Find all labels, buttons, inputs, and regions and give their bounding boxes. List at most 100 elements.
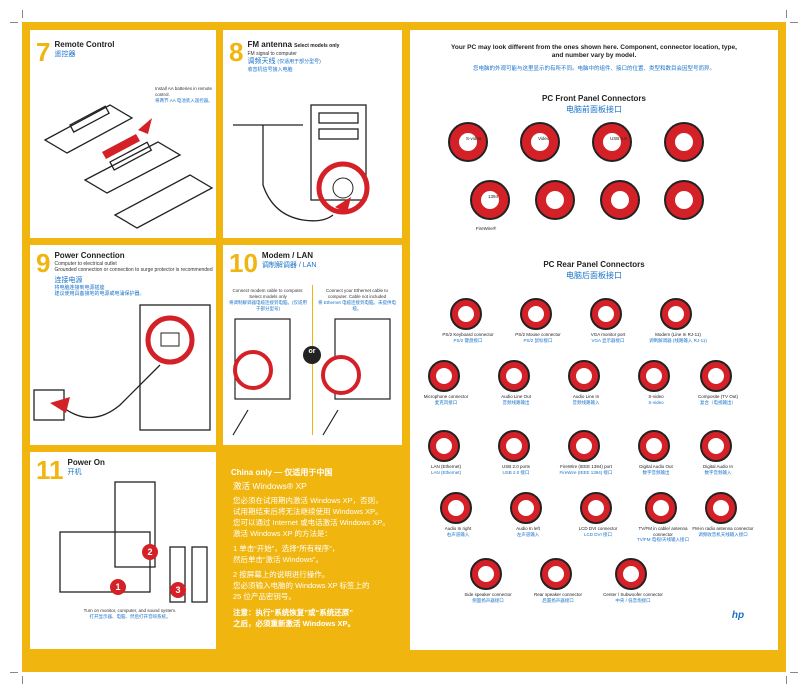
power-on-note-zh: 打开显示器、电脑、然后打开音响系统。 — [89, 614, 171, 619]
section-subtitle-zh: 收音机信号接入电脑 — [247, 67, 293, 73]
rear-connector-label-zh: PS/2 鼠标接口 — [523, 337, 553, 343]
rear-connector-label-en: S-video — [648, 394, 664, 399]
section-title: Modem / LAN — [261, 251, 314, 260]
rear-connector-label-zh: 调频收音机天线输入接口 — [698, 531, 748, 537]
front-connector-label: S-video — [466, 136, 482, 141]
rear-connector-label-zh: 侧面扬声器接口 — [472, 597, 504, 603]
front-connector — [600, 180, 640, 220]
power-illustration — [33, 304, 211, 431]
disclaimer-en-line-1: Your PC may look different from the ones… — [451, 44, 737, 51]
disclaimer-en-line-2: and number vary by model. — [551, 52, 637, 59]
rear-connector — [580, 492, 612, 524]
connector-port-icon — [611, 191, 629, 209]
china-box-note: 之后，必须重新激活 Windows XP。 — [233, 619, 356, 628]
china-box-note: 注意：执行“系统恢复”或“系统还原” — [233, 608, 353, 617]
china-box-step: 然后单击“激活 Windows”。 — [233, 555, 324, 564]
connector-port-icon — [713, 500, 729, 516]
crop-mark — [22, 10, 23, 18]
rear-connector-label-zh: 音频线路输出 — [502, 399, 530, 405]
rear-panel-title-zh: 电脑后面板接口 — [566, 271, 622, 280]
rear-connector-label-zh: 麦克风接口 — [434, 399, 458, 405]
step-badge-2: 2 — [142, 544, 158, 560]
modem-note-zh: 将调制解调器电缆连接到电脑。(仅适用于部分型号) — [229, 300, 307, 311]
connector-port-icon — [646, 438, 662, 454]
rear-connector-label-en: Digital Audio In — [702, 464, 734, 469]
section-title: Remote Control — [54, 40, 115, 49]
step-number: 11 — [36, 455, 64, 485]
rear-connector-label-zh: 音频线路输入 — [572, 399, 600, 405]
connector-port-icon — [668, 306, 684, 322]
rear-connector-label-en: PS/2 Keyboard connector — [442, 332, 494, 337]
rear-connector-label-en: USB 2.0 ports — [501, 464, 530, 469]
remote-illustration — [43, 104, 214, 229]
rear-connector-label-en: Audio In right — [444, 526, 472, 531]
connector-port-icon — [478, 566, 494, 582]
connector-port-icon — [653, 500, 669, 516]
rear-connector-label-zh: S-video — [648, 399, 664, 405]
rear-connector-label-zh: 复合（电视输出） — [700, 399, 736, 405]
remote-note-en: Install AA batteries in remote control. — [155, 86, 213, 97]
antenna-illustration — [233, 104, 370, 222]
rear-connector-label-en: Rear speaker connector — [533, 592, 583, 597]
rear-connector-label-zh: PS/2 键盘接口 — [453, 337, 483, 343]
rear-connector-label-zh: LAN (Ethernet) — [430, 469, 461, 475]
section-title-zh: 连接电源 — [54, 277, 83, 284]
rear-connector — [428, 360, 460, 392]
step-number: 10 — [229, 248, 258, 278]
connector-port-icon — [588, 500, 604, 516]
rear-connector — [568, 360, 600, 392]
section-subtitle-1: Computer to electrical outlet — [54, 261, 117, 267]
rear-connector — [450, 298, 482, 330]
connector-port-icon — [459, 133, 477, 151]
connector-port-icon — [576, 438, 592, 454]
lan-note: Connect your Ethernet cable to computer.… — [317, 288, 397, 312]
rear-connector-label-en: TV/FM in cable/ antenna connector — [638, 526, 688, 537]
front-connector — [520, 122, 560, 162]
china-box-step: 2 按屏幕上的说明进行操作。 — [233, 570, 330, 579]
connector-port-icon — [603, 133, 621, 151]
rear-connector — [700, 430, 732, 462]
connector-port-icon — [646, 368, 662, 384]
crop-mark — [786, 10, 787, 18]
rear-connector — [470, 558, 502, 590]
connector-port-icon — [506, 368, 522, 384]
rear-connector — [705, 492, 737, 524]
section-power-connection: 9 Power Connection Computer to electrica… — [30, 245, 216, 445]
rear-connector — [660, 298, 692, 330]
power-on-note-en: Turn on monitor, computer, and sound sys… — [83, 608, 177, 613]
section-title-zh: 遥控器 — [54, 51, 76, 58]
connectors-panel: Your PC may look different from the ones… — [410, 30, 778, 650]
connector-port-icon — [436, 368, 452, 384]
section-subtitle-zh-1: 将电脑连接到电源插座 — [54, 285, 105, 291]
step-number: 7 — [36, 37, 51, 67]
china-box-line: 激活 Windows XP 的方法是： — [233, 529, 333, 538]
rear-connector-label-zh: 后置扬声器接口 — [542, 597, 574, 603]
front-connector — [664, 122, 704, 162]
rear-connector-label-en: Center / Subwoofer connector — [603, 592, 663, 597]
crop-mark — [10, 672, 18, 673]
connector-port-icon — [708, 368, 724, 384]
section-title: FM antenna — [247, 40, 292, 49]
modem-note: Connect modem cable to computer. Select … — [227, 288, 309, 312]
rear-connector-label-en: Digital Audio Out — [639, 464, 673, 469]
china-activation-box: China only — 仅适用于中国 激活 Windows® XP 您必须在试… — [223, 459, 402, 649]
connector-port-icon — [458, 306, 474, 322]
crop-mark — [10, 22, 18, 23]
rear-connector-label-zh: FireWire (IEEE 1394) 接口 — [559, 469, 613, 475]
china-box-step: 25 位产品密钥号。 — [233, 592, 296, 601]
connector-port-icon — [598, 306, 614, 322]
section-header: 9 Power Connection Computer to electrica… — [36, 250, 213, 297]
rear-connector-label-zh: USB 2.0 接口 — [502, 469, 530, 475]
front-connector — [448, 122, 488, 162]
rear-connector — [638, 360, 670, 392]
